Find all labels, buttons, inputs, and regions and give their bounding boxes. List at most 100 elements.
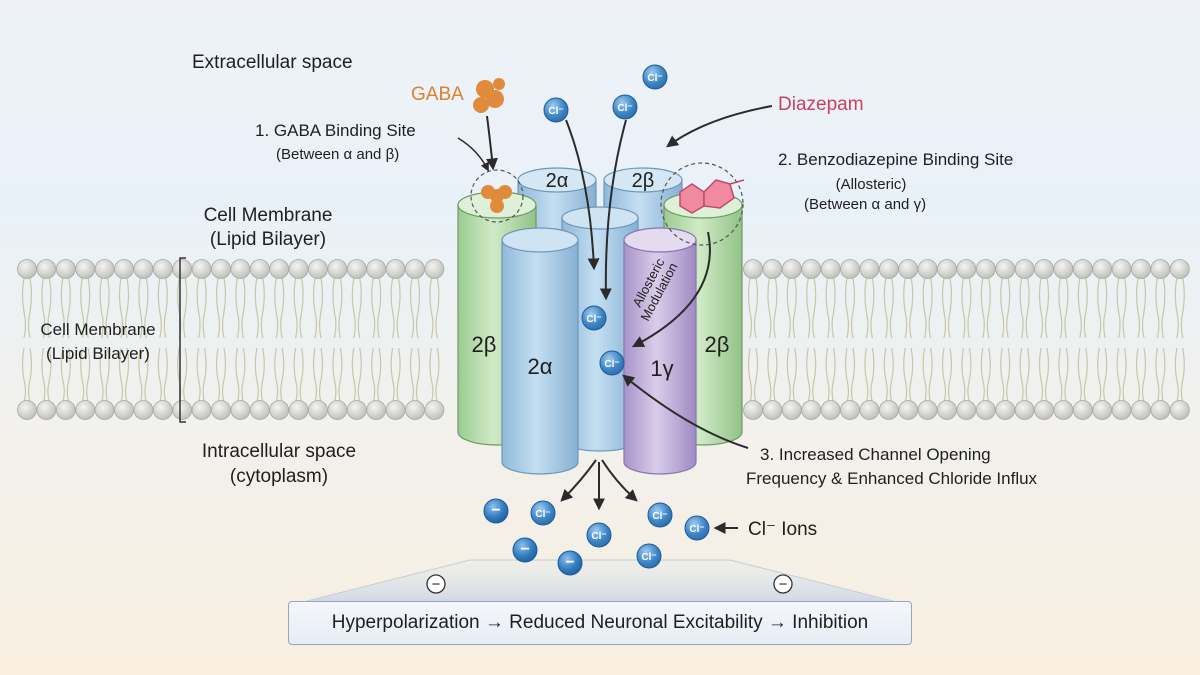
lipid-tail (105, 277, 110, 339)
lipid-head (385, 259, 406, 279)
lipid-tail (806, 277, 811, 339)
ion-label: Cl⁻ (586, 314, 601, 325)
lipid-tail (1083, 347, 1088, 403)
lipid-tail (747, 347, 753, 403)
efflux-left (560, 459, 597, 502)
lipid-head (1072, 259, 1093, 279)
lipid-tail (371, 277, 376, 339)
subunit-front-alpha (501, 227, 579, 475)
lipid-tail (812, 347, 817, 403)
lipid-head (917, 400, 938, 420)
lipid-head (956, 400, 977, 420)
lipid-tail (163, 277, 168, 339)
lipid-head (1111, 259, 1132, 279)
lipid-head (114, 259, 134, 279)
lipid-tail (21, 347, 27, 403)
lipid-tail (909, 277, 914, 339)
lipid-head (75, 259, 96, 279)
lipid-head (1169, 400, 1190, 420)
lipid-tail (961, 277, 966, 339)
outcome-banner: Hyperpolarization → Reduced Neuronal Exc… (288, 601, 912, 645)
lipid-head (211, 259, 231, 279)
lipid-tail (967, 277, 972, 339)
lipid-heads (17, 259, 1190, 420)
lipid-tail (202, 277, 207, 339)
lipid-tail (889, 277, 894, 339)
gaba-arrow (486, 115, 498, 171)
lipid-tail (396, 277, 401, 339)
lipid-tail (903, 347, 908, 403)
membrane-top-label-2: (Lipid Bilayer) (209, 229, 327, 250)
lipid-tail (1180, 347, 1185, 403)
lipid-tail (47, 347, 52, 403)
lipid-tail (429, 277, 434, 339)
lipid-tail (806, 347, 811, 403)
lipid-tail (332, 277, 337, 339)
membrane-side-label-2: (Lipid Bilayer) (46, 344, 150, 363)
lipid-tail (1019, 277, 1024, 339)
lipid-head (820, 259, 841, 279)
lipid-tail (941, 347, 947, 403)
lipid-tail (1116, 347, 1121, 403)
lipid-head (308, 400, 328, 420)
lipid-head (878, 400, 899, 420)
lipid-tail (435, 347, 440, 403)
lipid-tail (1141, 277, 1147, 339)
lipid-tail (260, 277, 265, 339)
lipid-tail (124, 277, 130, 339)
lipid-head (172, 259, 193, 279)
lipid-tail (1180, 277, 1185, 339)
lipid-head (405, 400, 425, 420)
lipid-tail (831, 277, 836, 339)
minus-sign: − (432, 576, 441, 593)
negative-charge-icon: − (512, 537, 538, 563)
lipid-tail (80, 277, 85, 339)
gaba-label: GABA (411, 84, 464, 105)
lipid-tail (318, 277, 324, 339)
lipid-tail (99, 347, 104, 403)
lipid-tail (377, 347, 382, 403)
ion-label: Cl⁻ (604, 359, 619, 370)
lipid-head (249, 259, 270, 279)
lipid-tail (947, 277, 953, 339)
lipid-tail (1083, 277, 1088, 339)
lipid-tail (1064, 277, 1069, 339)
lipid-tail (124, 347, 130, 403)
lipid-head (133, 259, 154, 279)
lipid-tail (318, 347, 324, 403)
lipid-tail (941, 277, 947, 339)
lipid-tail (1077, 277, 1082, 339)
lipid-tail (66, 277, 71, 339)
lipid-tail (86, 347, 91, 403)
lipid-head (191, 400, 212, 420)
lipid-head (1034, 400, 1054, 420)
lipid-tail (183, 277, 188, 339)
lipid-head (191, 259, 212, 279)
minus-sign: − (520, 541, 529, 558)
lipid-tail (1155, 347, 1160, 403)
outcome-funnel (294, 559, 906, 605)
lipid-tail (27, 347, 33, 403)
chloride-ion-icon: Cl⁻ (612, 94, 638, 120)
lipid-tail (786, 277, 791, 339)
lipid-head (1072, 400, 1093, 420)
lipid-tail (215, 277, 221, 339)
negative-charge-icon: − (426, 574, 446, 594)
lipid-tail (1038, 277, 1044, 339)
lipid-head (55, 400, 76, 420)
lipid-tail (1122, 277, 1127, 339)
lipid-tail (1038, 347, 1044, 403)
lipid-tail (21, 277, 27, 339)
lipid-tail (1097, 347, 1102, 403)
lipid-tail (1141, 347, 1147, 403)
lipid-head (405, 259, 425, 279)
ion-label: Cl⁻ (535, 509, 550, 520)
lipid-head (1150, 400, 1171, 420)
intracellular-label-2: (cytoplasm) (229, 466, 329, 487)
lipid-tail (1019, 347, 1024, 403)
lipid-tail (1161, 347, 1166, 403)
lipid-tail (254, 277, 259, 339)
lipid-tail (299, 347, 304, 403)
lipid-tail (221, 347, 227, 403)
